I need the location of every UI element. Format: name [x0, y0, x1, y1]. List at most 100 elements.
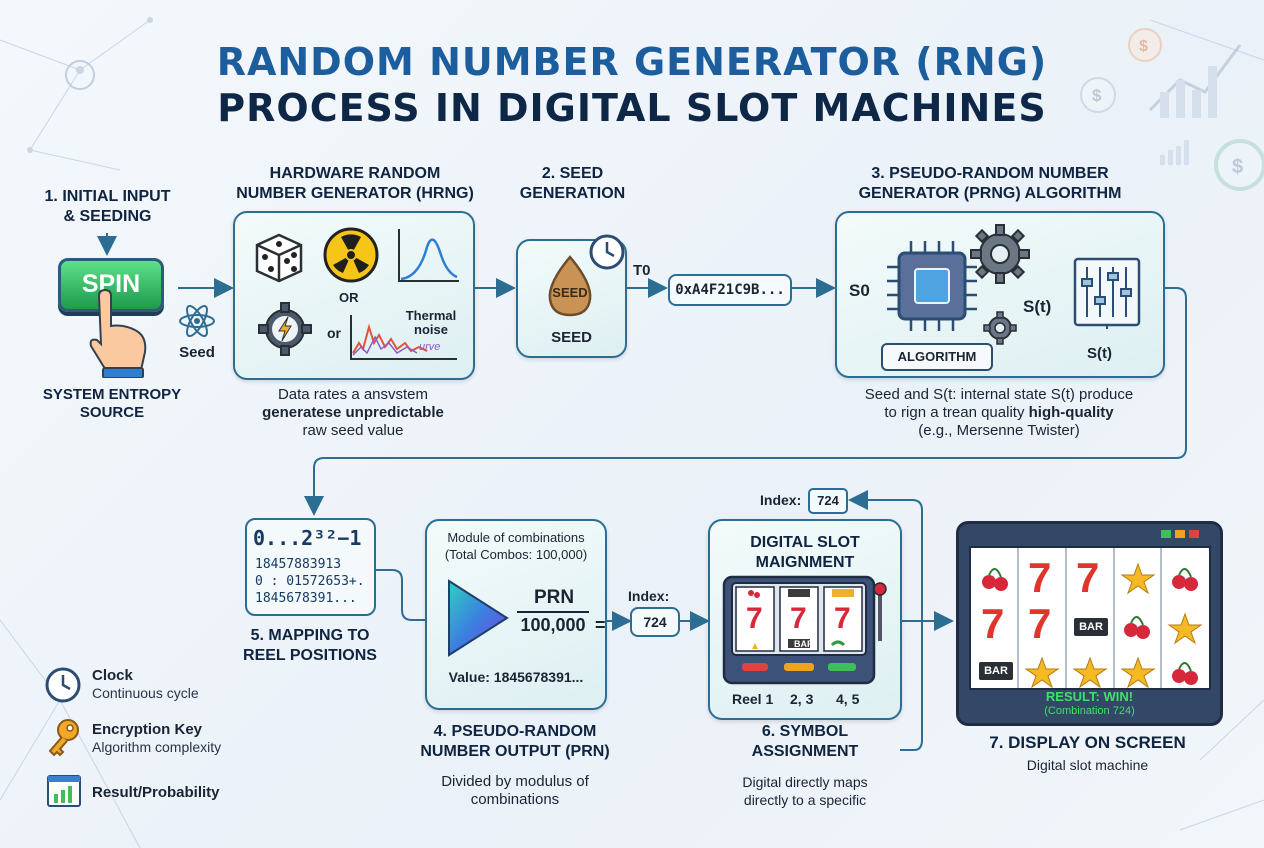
star-icon — [1167, 612, 1203, 645]
legend-item-result: Result/Probability — [44, 772, 264, 812]
algorithm-label: ALGORITHM — [881, 343, 993, 371]
curve-label: urve — [419, 341, 441, 353]
range-text: 0...2³²−1 — [253, 526, 362, 550]
or-upper: OR — [339, 290, 359, 305]
window-dot-green — [1161, 530, 1171, 538]
legend-clock-title: Clock — [92, 667, 133, 684]
combination-text: (Combination 724) — [1044, 705, 1135, 717]
or-lower: or — [327, 325, 341, 341]
thermal-noise-graph-icon — [350, 315, 457, 360]
finance-decoration: $ $ $ — [1080, 28, 1264, 191]
prn-panel: Module of combinations(Total Combos: 100… — [425, 519, 607, 710]
star-icon — [1024, 656, 1060, 688]
cpu-chip-icon — [887, 241, 977, 331]
hex-seed-value: 0xA4F21C9B... — [668, 274, 792, 306]
star-icon — [1120, 656, 1156, 688]
step1-label: 1. INITIAL INPUT& SEEDING — [44, 188, 171, 225]
result-win-text: RESULT: WIN! — [1045, 689, 1134, 704]
seed-egg-icon — [548, 255, 592, 317]
clock-icon — [45, 667, 81, 703]
seven-symbol: 7 — [1076, 554, 1100, 601]
reel-symbols — [979, 548, 1203, 688]
legend-item-key: Encryption Key Algorithm complexity — [44, 718, 264, 762]
star-icon — [1072, 656, 1108, 688]
hrng-description: Data rates a ansvstem generatese unpredi… — [262, 386, 444, 439]
gear-icon — [970, 224, 1030, 284]
legend-result-title: Result/Probability — [92, 784, 220, 801]
bar-symbol-1: BAR — [1079, 621, 1103, 633]
mini-seven-2: 7 — [790, 602, 807, 635]
seven-symbol: 7 — [1028, 600, 1052, 647]
star-icon — [1120, 562, 1156, 595]
prn-numerator: PRN — [533, 587, 575, 608]
pointing-hand-icon — [89, 288, 147, 378]
seed-label: Seed — [179, 344, 215, 361]
mini-seven-3: 7 — [834, 602, 851, 635]
sliders-icon — [1073, 257, 1141, 329]
index-value-top: 724 — [808, 488, 848, 514]
s0-label: S0 — [849, 281, 870, 300]
reel-grid: 7 7 7 7 BAR BAR — [969, 546, 1211, 690]
svg-text:$: $ — [1092, 86, 1102, 105]
reel-label-2: 2, 3 — [790, 691, 814, 707]
title-line-2: PROCESS IN DIGITAL SLOT MACHINES — [217, 86, 1047, 130]
key-icon — [48, 719, 79, 757]
state-label-low: S(t) — [1087, 345, 1112, 362]
seven-symbol: 7 — [1028, 554, 1052, 601]
t0-label: T0 — [633, 262, 651, 279]
index-label-top: Index: — [760, 492, 802, 508]
seed-panel: SEED SEED — [516, 239, 627, 358]
module-text: Module of combinations(Total Combos: 100… — [444, 530, 588, 562]
step7-label: 7. DISPLAY ON SCREEN — [989, 733, 1186, 752]
window-dot-red — [1189, 530, 1199, 538]
cherry-icon — [982, 568, 1008, 591]
gear-lightning-icon — [258, 302, 312, 356]
legend-clock-sub: Continuous cycle — [92, 685, 199, 701]
legend-key-sub: Algorithm complexity — [92, 739, 222, 755]
prn-value: Value: 1845678391... — [448, 669, 584, 685]
user-node-icon — [65, 60, 95, 90]
cherry-icon — [1172, 662, 1198, 685]
index-label-mid: Index: — [628, 588, 670, 604]
window-dot-yellow — [1175, 530, 1185, 538]
seed-caption: SEED — [551, 329, 592, 346]
screen-frame: 7 7 7 7 BAR BAR RESULT: WIN! (Combinatio… — [956, 521, 1223, 726]
prn-denominator: 100,000 — [520, 615, 586, 635]
distribution-curve-icon — [398, 229, 459, 282]
legend-key-title: Encryption Key — [92, 721, 203, 738]
clock-icon — [589, 234, 625, 270]
fraction-line — [517, 611, 589, 613]
equals-sign: = — [595, 615, 606, 635]
atom-icon — [179, 304, 215, 338]
mini-bar-symbol: BAR — [794, 639, 814, 649]
bar-tile — [979, 662, 1013, 680]
legend-item-clock: Clock Continuous cycle — [44, 664, 264, 708]
svg-text:$: $ — [1232, 156, 1243, 178]
play-prism-icon — [448, 579, 509, 657]
index-value-mid: 724 — [630, 607, 680, 637]
seven-symbol: 7 — [981, 600, 1005, 647]
radiation-icon — [323, 227, 379, 283]
prng-description: Seed and S(t: internal state S(t) produc… — [864, 386, 1134, 439]
bar-tile — [1074, 618, 1108, 636]
prng-panel: S0 ALGORITHM S(t) S(t) — [835, 211, 1165, 378]
reel-label-3: 4, 5 — [836, 691, 860, 707]
seed-egg-text: SEED — [552, 285, 588, 300]
bar-symbol-2: BAR — [984, 665, 1008, 677]
mini-seven-1: 7 — [746, 602, 763, 635]
small-gear-icon — [983, 311, 1017, 345]
